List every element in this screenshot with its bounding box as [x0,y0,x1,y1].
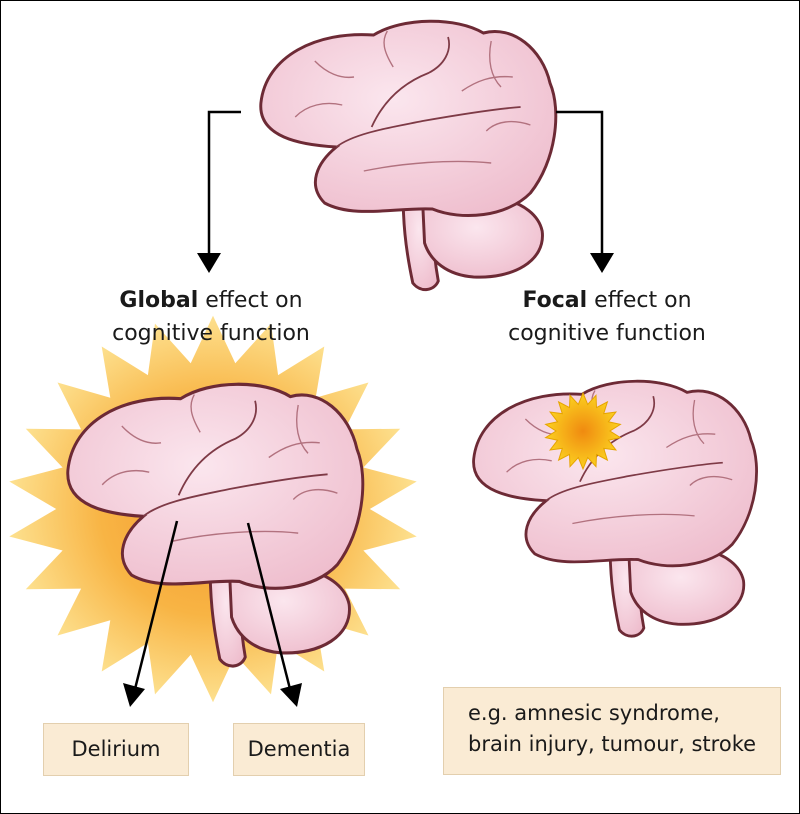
focal-label-rest: effect on [587,288,692,313]
focal-effect-heading: Focal effect on cognitive function [467,284,747,350]
focal-examples-box: e.g. amnesic syndrome, brain injury, tum… [443,687,781,775]
focal-lesion-starburst-icon [544,391,622,471]
dementia-arrow [246,522,302,707]
top-brain-illustration [259,19,558,292]
example-line-2: brain injury, tumour, stroke [468,732,757,756]
delirium-box: Delirium [43,723,189,776]
global-label-bold: Global [119,288,199,313]
arrow-down-icon [590,253,614,273]
arrow-down-icon [197,253,221,273]
dementia-box: Dementia [233,723,365,776]
arrow-down-icon [280,683,302,707]
delirium-arrow [123,520,179,707]
focal-label-line2: cognitive function [508,321,706,346]
global-label-line2: cognitive function [112,321,310,346]
global-label-rest: effect on [198,288,303,313]
arrow-down-icon [123,683,145,707]
global-branch-arrow [197,110,241,273]
global-effect-heading: Global effect on cognitive function [71,284,351,350]
example-line-1: e.g. amnesic syndrome, [468,701,720,725]
focal-branch-arrow [556,110,614,273]
focal-label-bold: Focal [522,288,588,313]
focal-brain-illustration [472,379,758,638]
